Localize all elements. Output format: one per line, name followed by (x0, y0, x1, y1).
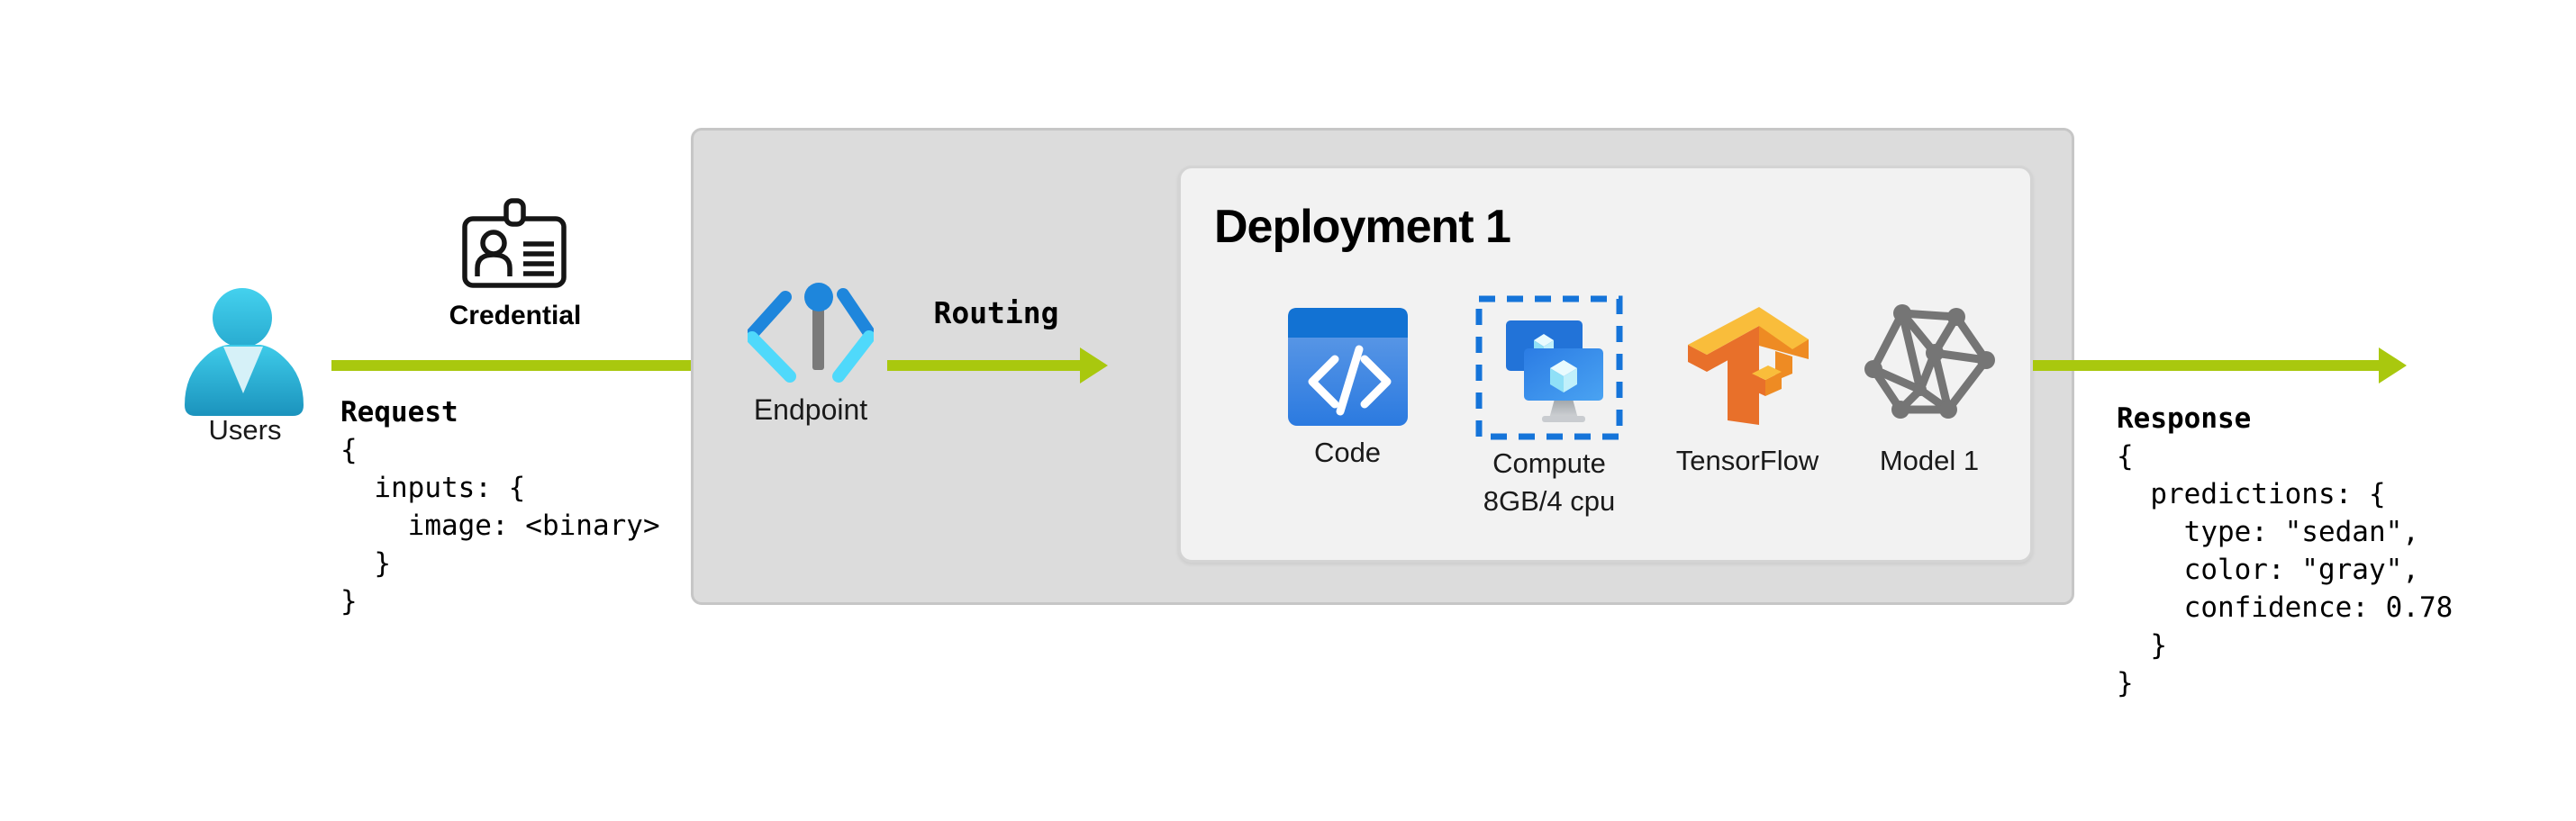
response-flow-arrowhead (2379, 347, 2407, 383)
deployment-title: Deployment 1 (1214, 201, 1511, 253)
endpoint-icon (748, 283, 874, 383)
request-json: { inputs: { image: <binary> } } (340, 434, 660, 618)
request-flow-arrow (331, 360, 701, 371)
tensorflow-icon (1688, 307, 1809, 425)
tensorflow-label: TensorFlow (1675, 445, 1819, 476)
endpoint-label: Endpoint (753, 393, 868, 426)
id-badge-icon (462, 198, 567, 288)
response-title: Response (2117, 402, 2252, 435)
users-label: Users (208, 414, 282, 446)
request-title: Request (340, 396, 458, 429)
compute-size-label: 8GB/4 cpu (1483, 485, 1616, 517)
routing-flow-arrowhead (1080, 347, 1108, 383)
compute-label: Compute (1492, 447, 1606, 479)
routing-flow-arrow (887, 360, 1080, 371)
compute-icon (1475, 295, 1623, 440)
model-icon (1864, 304, 1995, 419)
user-icon (185, 288, 304, 416)
response-flow-arrow (2033, 360, 2379, 371)
routing-label: Routing (933, 295, 1059, 330)
credential-label: Credential (449, 301, 582, 330)
response-json: { predictions: { type: "sedan", color: "… (2117, 440, 2454, 699)
model-label: Model 1 (1879, 445, 1980, 476)
code-label: Code (1313, 437, 1382, 468)
code-icon (1288, 308, 1408, 426)
